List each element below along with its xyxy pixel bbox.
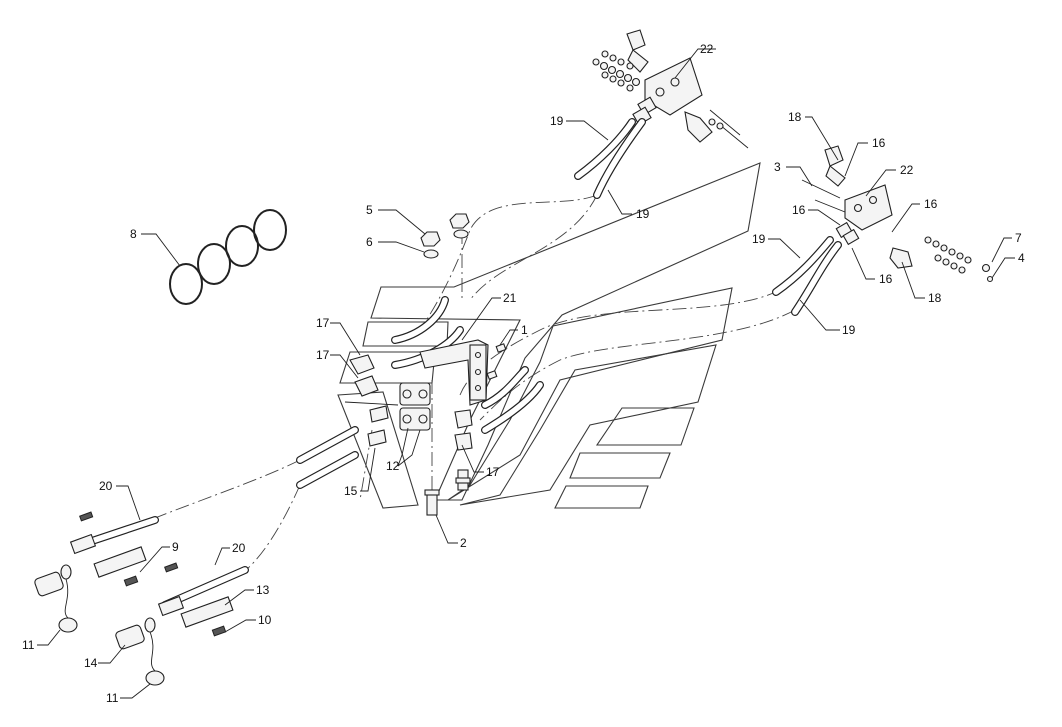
frame-step-3 [554, 485, 649, 509]
callout-12: 12 [386, 459, 400, 473]
clamp-rings [169, 209, 287, 305]
frame-panel-lower [459, 344, 717, 506]
callout-20-upper: 20 [99, 479, 113, 493]
callout-9: 9 [172, 540, 179, 554]
coupling-group-lower [115, 562, 249, 686]
valve-cross [344, 354, 473, 451]
washer-row-upper [592, 50, 724, 130]
callout-22-right: 22 [900, 163, 914, 177]
valve-block-right [801, 145, 913, 269]
leader-lines [37, 48, 1015, 699]
callout-18-right-lower: 18 [928, 291, 942, 305]
callout-18-right-top: 18 [788, 110, 802, 124]
callout-17-middle: 17 [316, 348, 330, 362]
callout-5: 5 [366, 203, 373, 217]
callout-2: 2 [460, 536, 467, 550]
callout-19-right-lower: 19 [842, 323, 856, 337]
frame-panel-upper [370, 162, 761, 501]
callout-19-top-left: 19 [550, 114, 564, 128]
washer-row-right [924, 236, 994, 283]
callout-22-top: 22 [700, 42, 714, 56]
callout-8: 8 [130, 227, 137, 241]
callout-labels: 22 18 16 3 22 16 16 7 4 19 16 18 19 19 1… [22, 42, 1025, 705]
callout-7: 7 [1015, 231, 1022, 245]
callout-15: 15 [344, 484, 358, 498]
callout-16-right-top: 16 [872, 136, 886, 150]
callout-3: 3 [774, 160, 781, 174]
bracket [419, 339, 507, 406]
pipes-center [296, 426, 359, 489]
frame-panel-middle [447, 287, 733, 501]
callout-4: 4 [1018, 251, 1025, 265]
callout-21: 21 [503, 291, 517, 305]
callout-17-lower: 17 [486, 465, 500, 479]
callout-16-right-left: 16 [792, 203, 806, 217]
valve-block-upper [626, 29, 749, 149]
callout-1: 1 [521, 323, 528, 337]
callout-11-upper: 11 [22, 638, 35, 652]
callout-6: 6 [366, 235, 373, 249]
callout-14: 14 [84, 656, 98, 670]
hoses [391, 118, 842, 434]
callout-17-upper: 17 [316, 316, 330, 330]
callout-20-lower: 20 [232, 541, 246, 555]
callout-13: 13 [256, 583, 270, 597]
callout-11-lower: 11 [106, 691, 119, 705]
callout-16-right-far: 16 [924, 197, 938, 211]
frame-step-1 [595, 407, 695, 446]
frame-outlines [337, 162, 761, 509]
bolts [420, 213, 471, 516]
callout-19-top-right: 19 [636, 207, 650, 221]
coupling-group-upper [34, 511, 159, 633]
frame-step-2 [569, 452, 671, 479]
callout-10: 10 [258, 613, 272, 627]
callout-16-right-lower: 16 [879, 272, 893, 286]
callout-19-right-upper: 19 [752, 232, 766, 246]
